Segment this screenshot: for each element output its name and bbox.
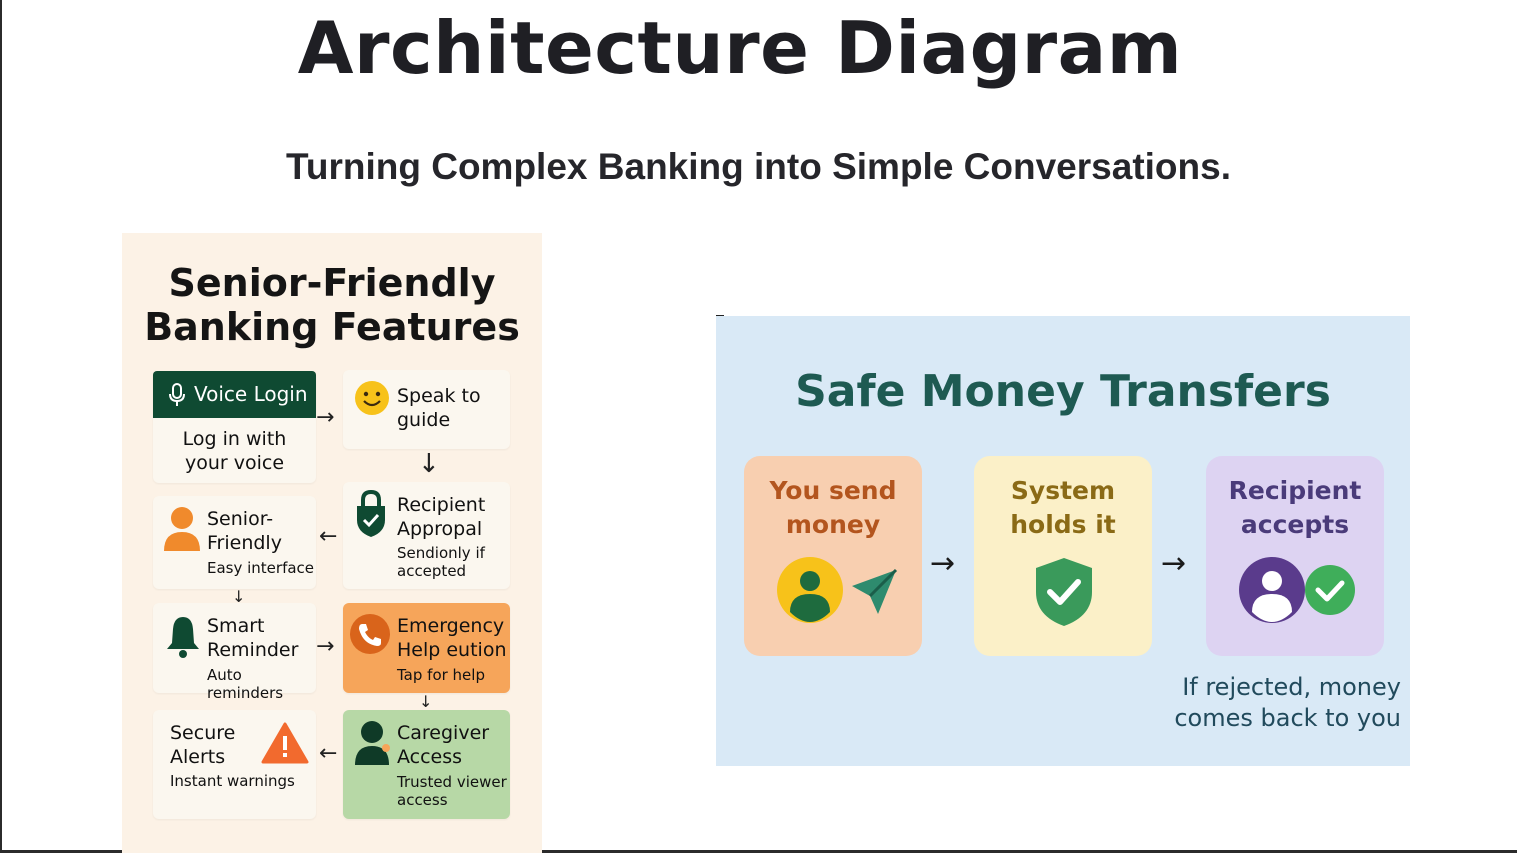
frame-bottom-border xyxy=(0,850,1517,853)
step-arrow-2: → xyxy=(1161,546,1187,581)
arrow-left-2: ← xyxy=(319,741,338,766)
senior-friendly-title-line1: Senior- xyxy=(207,508,274,530)
emergency-title-line1: Emergency xyxy=(397,615,505,637)
step-arrow-1: → xyxy=(930,546,956,581)
warning-icon xyxy=(261,722,309,764)
speak-guide-title-line1: Speak to xyxy=(397,385,481,407)
rejection-note-line1: If rejected, money xyxy=(1182,673,1401,701)
step2-label: System holds it xyxy=(974,474,1152,542)
emergency-title-line2: Help eution xyxy=(397,639,507,661)
user-accept-icon xyxy=(1239,557,1355,623)
caregiver-title-line2: Access xyxy=(397,746,463,768)
step2-line1: System xyxy=(1010,476,1116,505)
arrow-right-2: → xyxy=(316,634,335,659)
recipient-desc-line2: accepted xyxy=(397,562,467,580)
card-caregiver-access: Caregiver Access Trusted viewer access xyxy=(343,710,510,819)
recipient-title-line1: Recipient xyxy=(397,494,486,516)
arrow-right-1: → xyxy=(316,405,335,430)
voice-login-title: Voice Login xyxy=(194,382,308,406)
card-voice-login: Voice Login Log in with your voice xyxy=(153,371,316,483)
step-you-send-money: You send money xyxy=(744,456,922,656)
step1-line1: You send xyxy=(769,476,897,505)
smart-reminder-title-line1: Smart xyxy=(207,615,265,637)
caregiver-desc-line2: access xyxy=(397,791,448,809)
phone-icon xyxy=(350,614,390,654)
caregiver-icon xyxy=(355,721,390,765)
step2-line2: holds it xyxy=(1010,510,1116,539)
smart-reminder-title-line2: Reminder xyxy=(207,639,299,661)
bell-icon xyxy=(167,617,199,658)
voice-login-desc-line2: your voice xyxy=(184,452,285,474)
step3-line2: accepts xyxy=(1240,510,1350,539)
transfers-panel-title: Safe Money Transfers xyxy=(795,366,1331,417)
arrow-left-1: ← xyxy=(319,524,338,549)
step3-line1: Recipient xyxy=(1228,476,1362,505)
secure-alerts-title-line2: Alerts xyxy=(170,746,226,768)
card-emergency-help: Emergency Help eution Tap for help xyxy=(343,603,510,693)
senior-friendly-desc: Easy interface xyxy=(207,559,315,577)
card-senior-friendly: Senior- Friendly Easy interface xyxy=(153,496,316,589)
step1-line2: money xyxy=(785,510,881,539)
features-panel-title: Senior-Friendly Banking Features xyxy=(122,261,542,349)
features-title-line2: Banking Features xyxy=(144,305,520,349)
caregiver-desc-line1: Trusted viewer xyxy=(397,773,507,791)
secure-alerts-desc: Instant warnings xyxy=(170,772,295,790)
card-recipient-approval: Recipient Appropal Sendionly if accepted xyxy=(343,482,510,589)
shield-check-icon xyxy=(1036,558,1092,626)
emergency-desc: Tap for help xyxy=(397,666,485,684)
user-send-icon xyxy=(777,557,898,623)
senior-friendly-title-line2: Friendly xyxy=(207,532,282,554)
microphone-icon xyxy=(169,383,185,406)
card-speak-to-guide: Speak to guide xyxy=(343,370,510,449)
recipient-desc-line1: Sendionly if xyxy=(397,544,485,562)
features-title-line1: Senior-Friendly xyxy=(168,261,496,305)
arrow-down-1: ↓ xyxy=(418,449,440,479)
lock-shield-icon xyxy=(357,490,385,537)
caregiver-title-line1: Caregiver xyxy=(397,722,490,744)
recipient-title-line2: Appropal xyxy=(397,518,483,540)
arrow-down-2: ↓ xyxy=(232,587,246,606)
step-recipient-accepts: Recipient accepts xyxy=(1206,456,1384,656)
smart-reminder-desc: Auto reminders xyxy=(207,666,284,702)
frame-left-border xyxy=(0,0,2,853)
smiley-icon xyxy=(355,381,389,415)
features-panel: Senior-Friendly Banking Features Voice L… xyxy=(122,233,542,853)
rejection-note-line2: comes back to you xyxy=(1174,704,1401,732)
rejection-note: If rejected, money comes back to you xyxy=(1171,672,1401,734)
person-icon xyxy=(164,507,200,551)
transfers-panel: Safe Money Transfers You send money → Sy… xyxy=(716,316,1410,766)
page-subtitle: Turning Complex Banking into Simple Conv… xyxy=(286,146,1231,187)
arrow-down-3: ↓ xyxy=(419,692,433,711)
speak-guide-title-line2: guide xyxy=(397,409,451,431)
page-title: Architecture Diagram xyxy=(297,6,1183,90)
card-smart-reminder: Smart Reminder Auto reminders xyxy=(153,603,316,702)
step-system-holds-it: System holds it xyxy=(974,456,1152,656)
card-secure-alerts: Secure Alerts Instant warnings xyxy=(153,710,316,819)
voice-login-desc-line1: Log in with xyxy=(182,428,287,450)
secure-alerts-title-line1: Secure xyxy=(170,722,236,744)
step1-label: You send money xyxy=(744,474,922,542)
step3-label: Recipient accepts xyxy=(1206,474,1384,542)
